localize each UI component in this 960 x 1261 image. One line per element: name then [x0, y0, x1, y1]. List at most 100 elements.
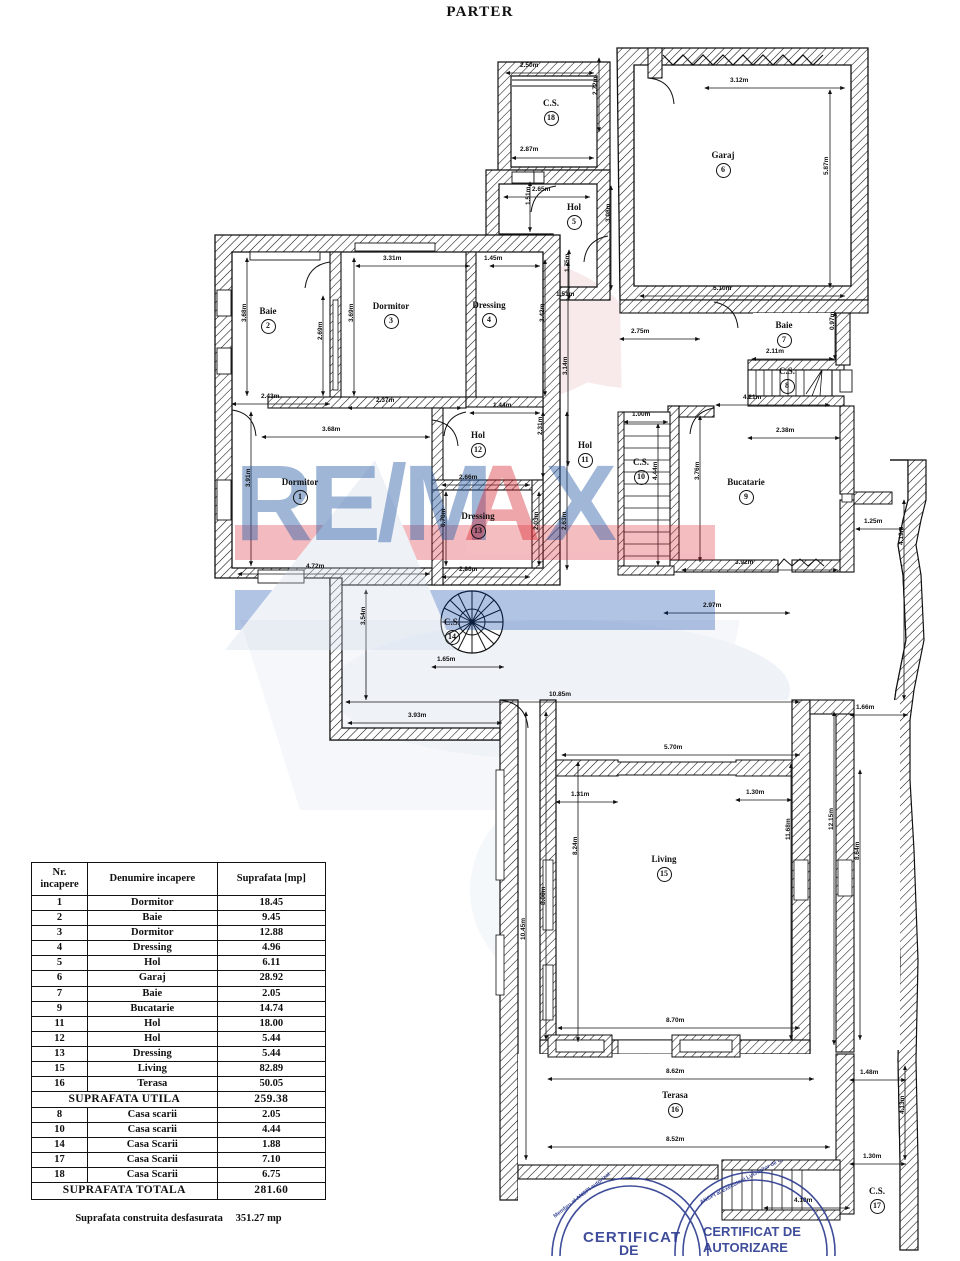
room-label-10: C.S. 10: [615, 457, 667, 485]
dimension-label: 2.63m: [561, 511, 568, 530]
cell-name: Casa scarii: [86, 1107, 218, 1124]
dimension-label: 3.91m: [245, 468, 252, 487]
cell-name: Garaj: [86, 970, 218, 987]
room-number-badge: 17: [869, 1198, 885, 1214]
room-label-8: C.S.8: [761, 366, 813, 394]
dimension-label: 5.87m: [823, 156, 830, 175]
room-number-badge: 11: [577, 452, 593, 468]
total-label: SUPRAFATA TOTALA: [31, 1182, 218, 1200]
dimension-label: 5.10m: [713, 285, 732, 292]
cell-nr: 15: [31, 1060, 88, 1077]
cell-area: 12.88: [216, 925, 327, 942]
room-name: Dressing: [472, 300, 506, 310]
dimension-label: 8.06m: [540, 886, 547, 905]
dimension-label: 8.64m: [854, 841, 861, 860]
dimension-label: 1.75m: [564, 253, 571, 272]
dimension-label: 3.42m: [539, 303, 546, 322]
cell-name: Casa Scarii: [86, 1167, 218, 1184]
room-label-4: Dressing 4: [463, 300, 515, 328]
dimension-label: 4.21m: [743, 394, 762, 401]
footnote-label: Suprafata construita desfasurata: [75, 1213, 223, 1224]
cell-area: 7.10: [216, 1152, 327, 1169]
room-name: C.S.: [632, 457, 649, 467]
cell-area: 82.89: [216, 1060, 327, 1077]
cell-nr: 1: [31, 895, 88, 912]
room-label-15: Living 15: [638, 854, 690, 882]
cell-name: Bucatarie: [86, 1000, 218, 1017]
room-name: Hol: [566, 202, 581, 212]
room-number-badge: 6: [715, 162, 731, 178]
room-name: Living: [651, 854, 677, 864]
cell-name: Dressing: [86, 940, 218, 957]
room-number-badge: 12: [470, 442, 486, 458]
cell-nr: 18: [31, 1167, 88, 1184]
cell-name: Living: [86, 1060, 218, 1077]
room-number-badge: 4: [481, 312, 497, 328]
room-number-badge: 1: [292, 489, 308, 505]
cell-nr: 4: [31, 940, 88, 957]
dimension-label: 2.69m: [317, 321, 324, 340]
cell-name: Dressing: [86, 1045, 218, 1062]
room-name: Baie: [259, 306, 277, 316]
room-name: C.S.: [868, 1186, 885, 1196]
cell-area: 50.05: [216, 1075, 327, 1092]
room-name: Terasa: [662, 1090, 688, 1100]
dimension-label: 1.30m: [863, 1153, 882, 1160]
dimension-label: 3.08m: [605, 203, 612, 222]
dimension-label: 4.72m: [306, 563, 325, 570]
room-label-17: C.S. 17: [851, 1186, 903, 1214]
dimension-label: 2.66m: [459, 566, 478, 573]
dimension-label: 10.85m: [549, 691, 572, 698]
room-name: Dormitor: [281, 477, 319, 487]
cell-area: 4.96: [216, 940, 327, 957]
dimension-label: 3.12m: [730, 77, 749, 84]
dimension-label: 2.66m: [459, 474, 478, 481]
dimension-label: 2.87m: [520, 146, 539, 153]
room-label-1: Dormitor 1: [274, 477, 326, 505]
cell-area: 18.45: [216, 895, 327, 912]
table-header-row: Nr. incapere Denumire incapere Suprafata…: [31, 861, 327, 897]
page-title: PARTER: [446, 4, 514, 20]
room-name: C.S.: [542, 98, 559, 108]
cell-name: Casa Scarii: [86, 1137, 218, 1154]
dimension-label: 2.03m: [533, 511, 540, 530]
cell-area: 5.44: [216, 1030, 327, 1047]
cell-nr: 5: [31, 955, 88, 972]
room-number-badge: 15: [656, 866, 672, 882]
room-number-badge: 10: [633, 469, 649, 485]
cell-nr: 14: [31, 1137, 88, 1154]
cell-area: 18.00: [216, 1015, 327, 1032]
cell-nr: 16: [31, 1075, 88, 1092]
room-label-14: C.S.14: [426, 617, 478, 645]
footnote-value: 351.27 mp: [235, 1213, 282, 1224]
cell-nr: 2: [31, 910, 88, 927]
dimension-label: 1.44m: [493, 402, 512, 409]
dimension-label: 2.38m: [776, 427, 795, 434]
header-nr: Nr. incapere: [31, 861, 88, 897]
dimension-label: 3.69m: [348, 303, 355, 322]
cell-area: 9.45: [216, 910, 327, 927]
cell-nr: 13: [31, 1045, 88, 1062]
cell-name: Hol: [86, 955, 218, 972]
dimension-label: 3.14m: [562, 356, 569, 375]
room-name: Dormitor: [372, 301, 410, 311]
room-name: C.S.: [443, 617, 460, 627]
cell-nr: 10: [31, 1122, 88, 1139]
dimension-label: 2.72m: [592, 76, 599, 95]
cell-name: Baie: [86, 985, 218, 1002]
cell-area: 2.05: [216, 1107, 327, 1124]
room-name: Garaj: [711, 150, 735, 160]
cell-nr: 8: [31, 1107, 88, 1124]
cell-area: 4.44: [216, 1122, 327, 1139]
dimension-label: 8.62m: [666, 1068, 685, 1075]
dimension-label: 8.24m: [572, 836, 579, 855]
dimension-label: 1.65m: [437, 656, 456, 663]
room-label-6: Garaj 6: [697, 150, 749, 178]
